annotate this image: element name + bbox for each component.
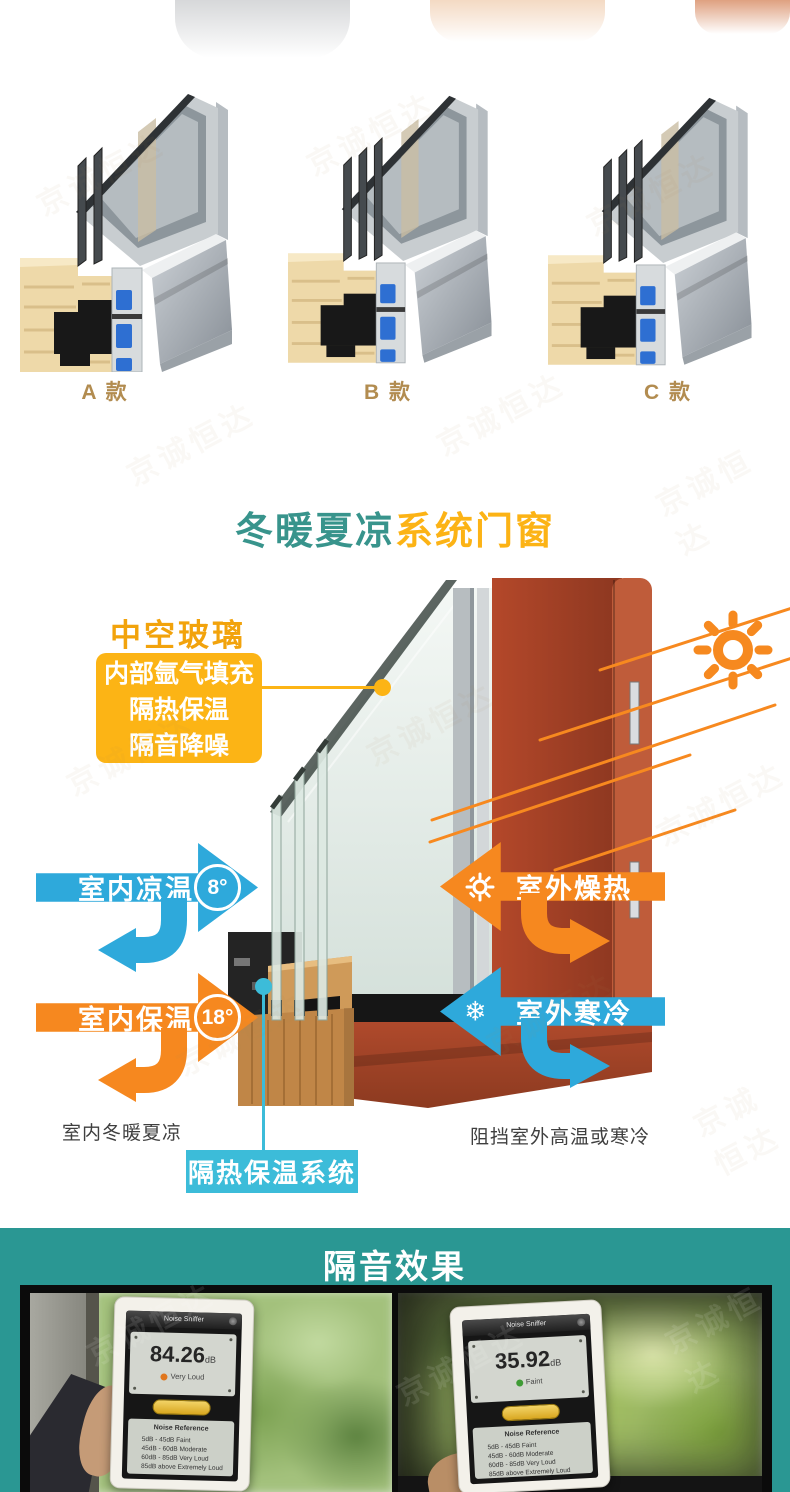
section-title-yellow: 系统门窗 bbox=[395, 511, 556, 553]
app-title-bar: Noise Sniffer bbox=[125, 1310, 243, 1330]
screw-icon bbox=[581, 1390, 585, 1394]
temp-badge-18: 18° bbox=[194, 994, 241, 1041]
sun-icon bbox=[693, 610, 773, 690]
screw-icon bbox=[474, 1395, 479, 1399]
soundproof-section: 隔音效果 Noise Sniffer bbox=[0, 1228, 790, 1492]
screw-icon bbox=[228, 1389, 232, 1393]
section-title-teal: 冬暖夏凉 bbox=[234, 511, 395, 553]
window-diagram-illustration bbox=[228, 578, 790, 1108]
product-label-c: C 款 bbox=[644, 381, 692, 404]
status-label: Very Loud bbox=[170, 1371, 205, 1382]
uturn-arrow-blue-right bbox=[521, 1018, 610, 1088]
window-cutaway-a bbox=[18, 92, 234, 374]
screw-icon bbox=[133, 1386, 137, 1390]
app-title: Noise Sniffer bbox=[163, 1315, 205, 1324]
product-label-a: A 款 bbox=[81, 381, 129, 404]
measure-button bbox=[152, 1399, 211, 1416]
faded-image-fragment bbox=[175, 0, 350, 58]
glass-callout-title: 中空玻璃 bbox=[110, 618, 246, 653]
caption-indoor: 室内冬暖夏凉 bbox=[62, 1123, 183, 1144]
uturn-arrow-blue-left bbox=[98, 898, 187, 972]
product-image-c bbox=[546, 64, 788, 373]
app-title: Noise Sniffer bbox=[506, 1320, 547, 1330]
caption-outdoor: 阻挡室外高温或寒冷 bbox=[470, 1127, 651, 1148]
photo-frame: Noise Sniffer 84.26dB Very Loud Noise Re… bbox=[20, 1285, 772, 1492]
sun-small-icon bbox=[465, 872, 495, 901]
status-row: Faint bbox=[470, 1374, 588, 1389]
product-label-b: B 款 bbox=[364, 381, 412, 404]
callout-connector-line bbox=[260, 686, 378, 689]
photo-noise-indoor: Noise Sniffer 35.92dB Faint Noise Refere… bbox=[398, 1293, 762, 1492]
screw-icon bbox=[229, 1338, 233, 1342]
reference-title: Noise Reference bbox=[153, 1424, 209, 1433]
system-connector-dot bbox=[255, 978, 272, 995]
glass-callout-line: 隔热保温 bbox=[128, 696, 229, 724]
window-cutaway-b bbox=[286, 94, 493, 365]
reading-panel: 35.92dB Faint bbox=[467, 1334, 590, 1404]
status-label: Faint bbox=[525, 1376, 543, 1387]
reference-list: 5dB - 45dB Faint 45dB - 60dB Moderate 60… bbox=[487, 1438, 593, 1479]
measure-button bbox=[501, 1403, 561, 1422]
uturn-arrow-orange-left bbox=[98, 1028, 187, 1102]
system-connector-line bbox=[262, 990, 265, 1151]
decibel-reading: 84.26dB bbox=[149, 1341, 217, 1368]
reference-list: 5dB - 45dB Faint 45dB - 60dB Moderate 60… bbox=[141, 1435, 234, 1473]
section-title: 冬暖夏凉系统门窗 bbox=[0, 500, 790, 555]
screw-icon bbox=[472, 1344, 476, 1348]
status-dot-orange bbox=[160, 1372, 168, 1381]
status-row: Very Loud bbox=[129, 1371, 235, 1383]
uturn-arrow-orange-right bbox=[521, 893, 610, 963]
noise-meter-tablet: Noise Sniffer 35.92dB Faint Noise Refere… bbox=[449, 1299, 611, 1492]
reference-panel: Noise Reference 5dB - 45dB Faint 45dB - … bbox=[126, 1418, 235, 1477]
window-cutaway-c bbox=[546, 96, 753, 367]
noise-meter-tablet: Noise Sniffer 84.26dB Very Loud Noise Re… bbox=[109, 1296, 255, 1492]
glass-callout-box: 内部氩气填充 隔热保温 隔音降噪 bbox=[96, 653, 262, 763]
photo-noise-outdoor: Noise Sniffer 84.26dB Very Loud Noise Re… bbox=[30, 1293, 392, 1492]
screw-icon bbox=[579, 1339, 583, 1343]
app-title-bar: Noise Sniffer bbox=[461, 1313, 591, 1337]
screw-icon bbox=[134, 1335, 138, 1339]
system-label-box: 隔热保温系统 bbox=[186, 1150, 358, 1193]
glass-callout-line: 隔音降噪 bbox=[128, 732, 229, 760]
reading-panel: 84.26dB Very Loud bbox=[128, 1331, 237, 1397]
decibel-reading: 35.92dB bbox=[494, 1345, 562, 1374]
tablet-screen: Noise Sniffer 84.26dB Very Loud Noise Re… bbox=[121, 1310, 243, 1482]
glass-panes bbox=[270, 738, 329, 1021]
soundproof-heading: 隔音效果 bbox=[323, 1248, 467, 1285]
product-image-a bbox=[18, 62, 270, 377]
faded-image-fragment bbox=[695, 0, 790, 34]
glass-callout-line: 内部氩气填充 bbox=[103, 660, 254, 688]
reference-panel: Noise Reference 5dB - 45dB Faint 45dB - … bbox=[472, 1421, 594, 1479]
callout-connector-dot bbox=[374, 679, 391, 696]
tablet-screen: Noise Sniffer 35.92dB Faint Noise Refere… bbox=[461, 1313, 599, 1485]
temp-badge-8: 8° bbox=[194, 864, 241, 911]
faded-image-fragment bbox=[430, 0, 605, 42]
status-dot-green bbox=[515, 1378, 524, 1387]
snowflake-icon: ❄ bbox=[464, 996, 487, 1026]
reference-line: 85dB above Extremely Loud bbox=[140, 1462, 223, 1473]
product-image-b bbox=[286, 58, 528, 375]
